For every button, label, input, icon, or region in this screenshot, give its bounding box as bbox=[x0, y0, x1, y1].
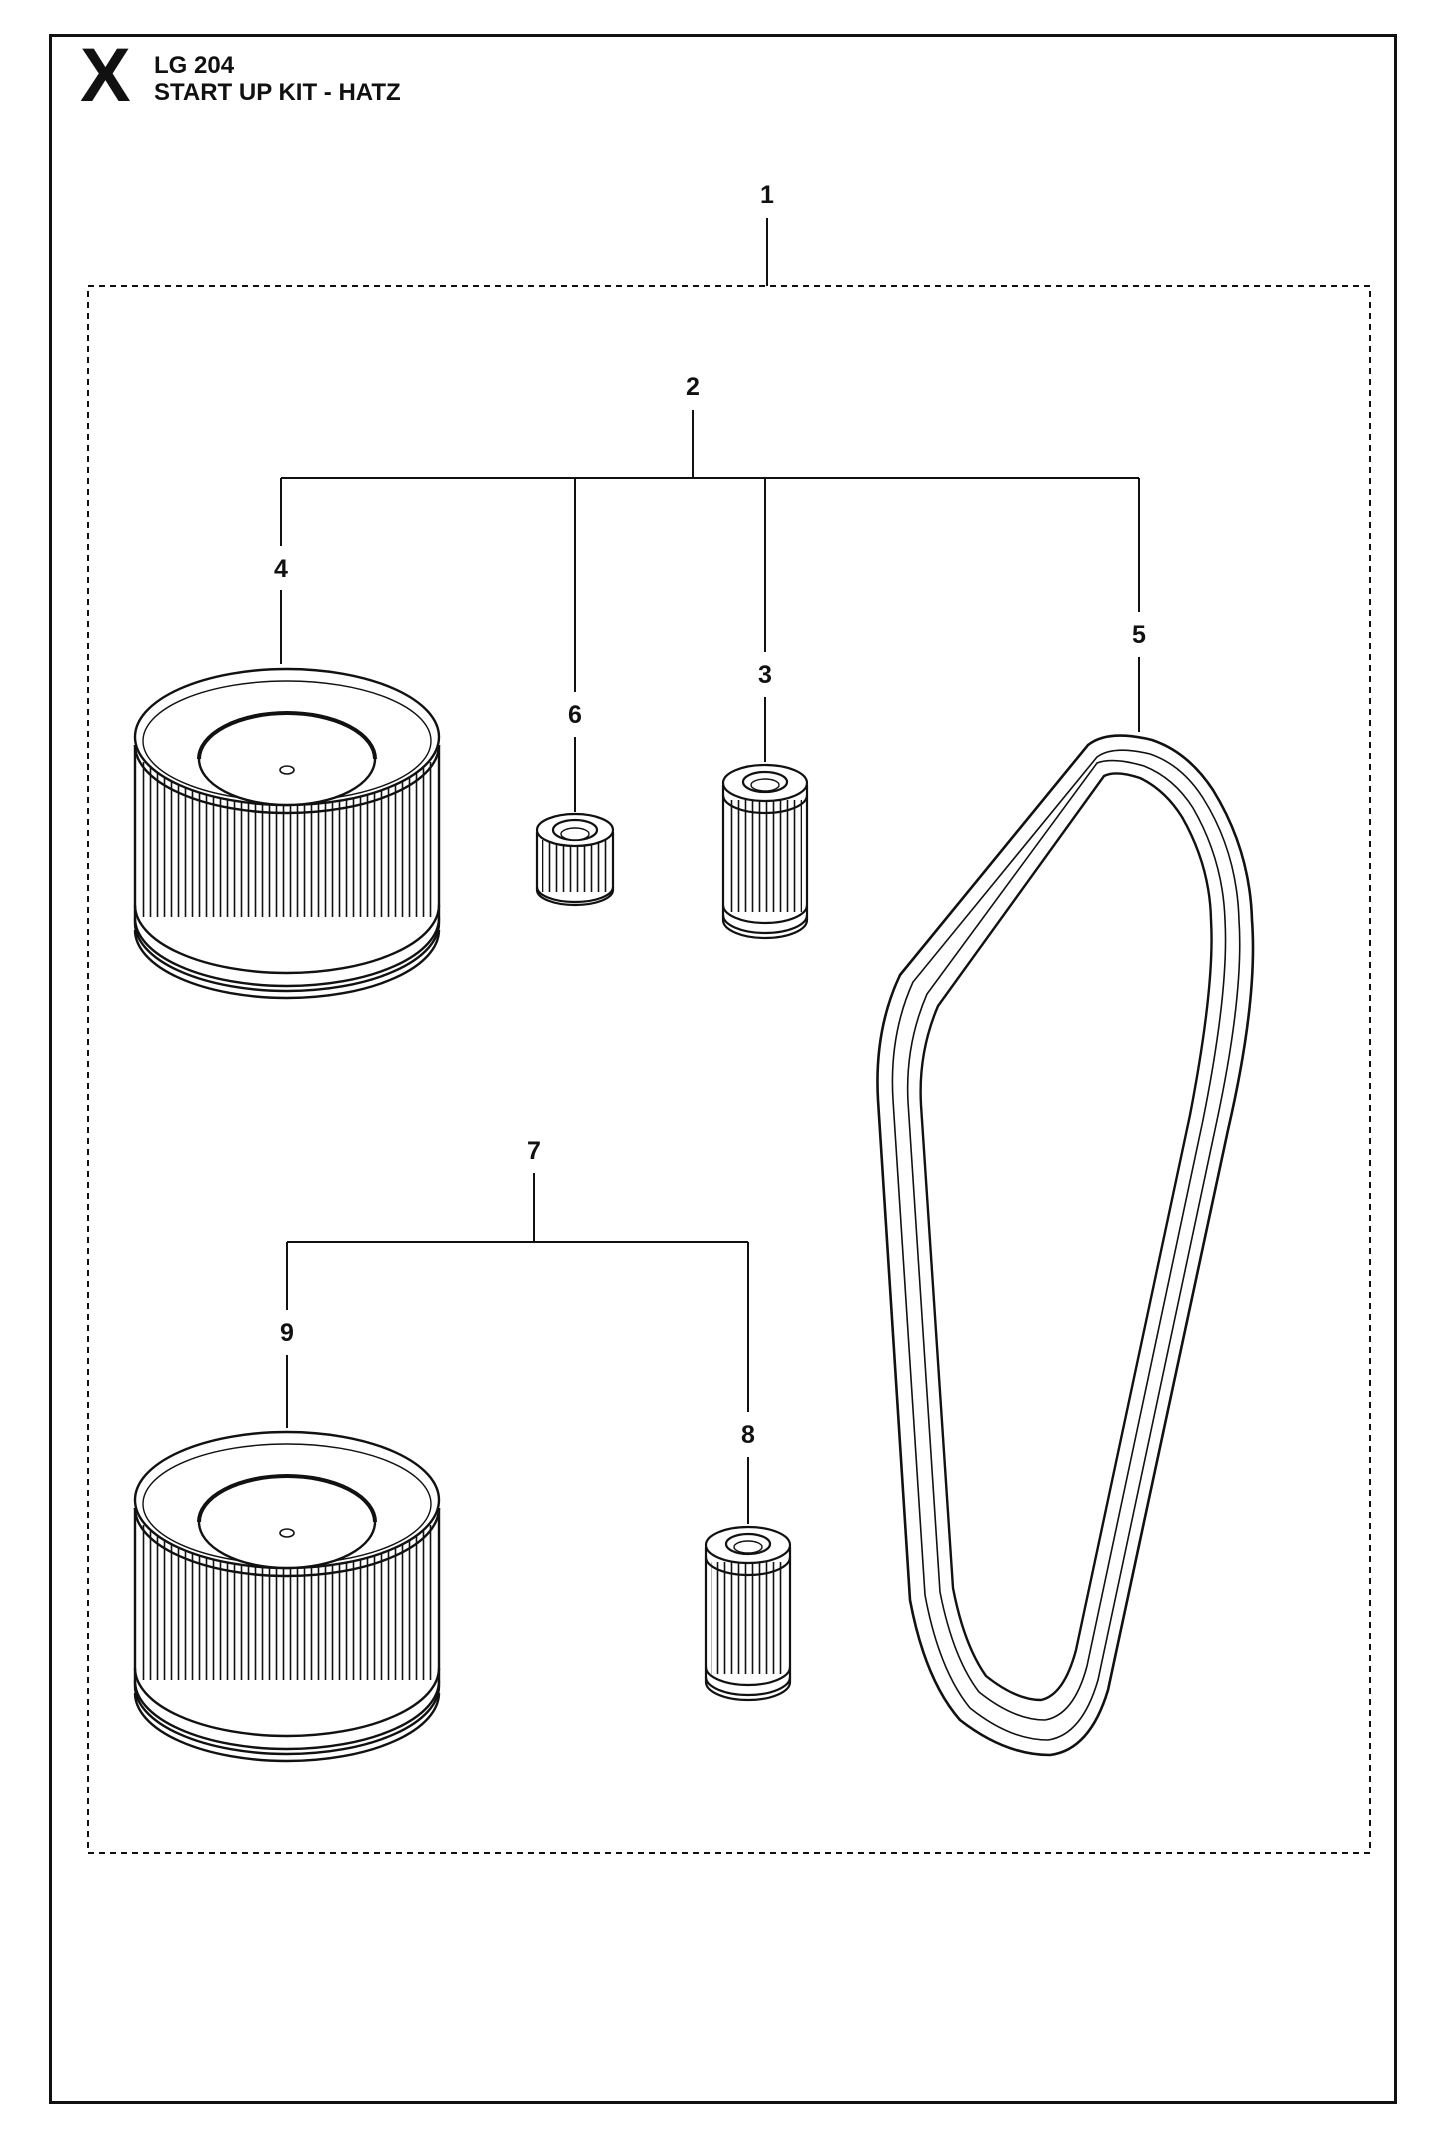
belt-part-5 bbox=[876, 734, 1255, 1757]
leader-tree-7 bbox=[286, 1173, 749, 1412]
fuel-filter-part-6 bbox=[535, 812, 615, 907]
callout-7: 7 bbox=[527, 1137, 541, 1165]
fuel-filter-part-8 bbox=[704, 1525, 792, 1702]
air-filter-part-9 bbox=[133, 1430, 441, 1763]
callout-5: 5 bbox=[1132, 621, 1146, 649]
callout-8: 8 bbox=[741, 1421, 755, 1449]
callout-1: 1 bbox=[760, 181, 774, 209]
callout-4: 4 bbox=[274, 555, 288, 583]
callout-6: 6 bbox=[568, 701, 582, 729]
air-filter-part-4 bbox=[133, 667, 441, 1000]
kit-boundary bbox=[87, 285, 1371, 1854]
section-letter: X bbox=[80, 33, 131, 118]
page-frame bbox=[49, 34, 1397, 2104]
callout-9: 9 bbox=[280, 1319, 294, 1347]
leader-tree-2 bbox=[280, 410, 1140, 692]
diagram-title: START UP KIT - HATZ bbox=[154, 79, 401, 106]
callout-2: 2 bbox=[686, 373, 700, 401]
fuel-filter-part-3 bbox=[721, 763, 809, 940]
model-name: LG 204 bbox=[154, 52, 235, 79]
callout-3: 3 bbox=[758, 661, 772, 689]
title-block: LG 204 START UP KIT - HATZ bbox=[154, 52, 401, 106]
